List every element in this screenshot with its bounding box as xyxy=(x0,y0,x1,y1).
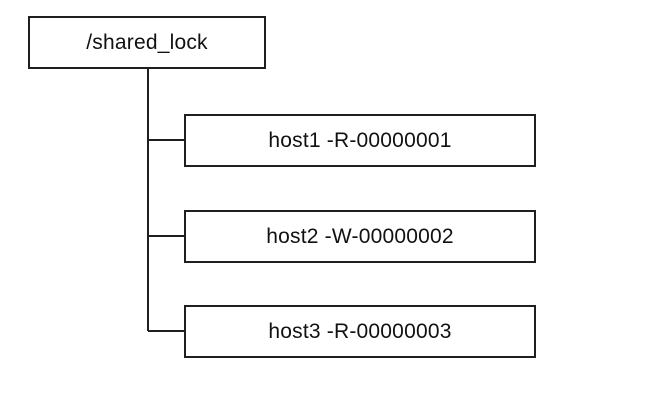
child-node-label: host2 -W-00000002 xyxy=(266,224,454,248)
child-node-host1: host1 -R-00000001 xyxy=(184,114,536,167)
root-node-label: /shared_lock xyxy=(86,30,208,54)
child-node-label: host1 -R-00000001 xyxy=(268,128,452,152)
root-node-shared-lock: /shared_lock xyxy=(28,16,266,69)
child-node-label: host3 -R-00000003 xyxy=(268,319,452,343)
child-node-host2: host2 -W-00000002 xyxy=(184,210,536,263)
child-node-host3: host3 -R-00000003 xyxy=(184,305,536,358)
